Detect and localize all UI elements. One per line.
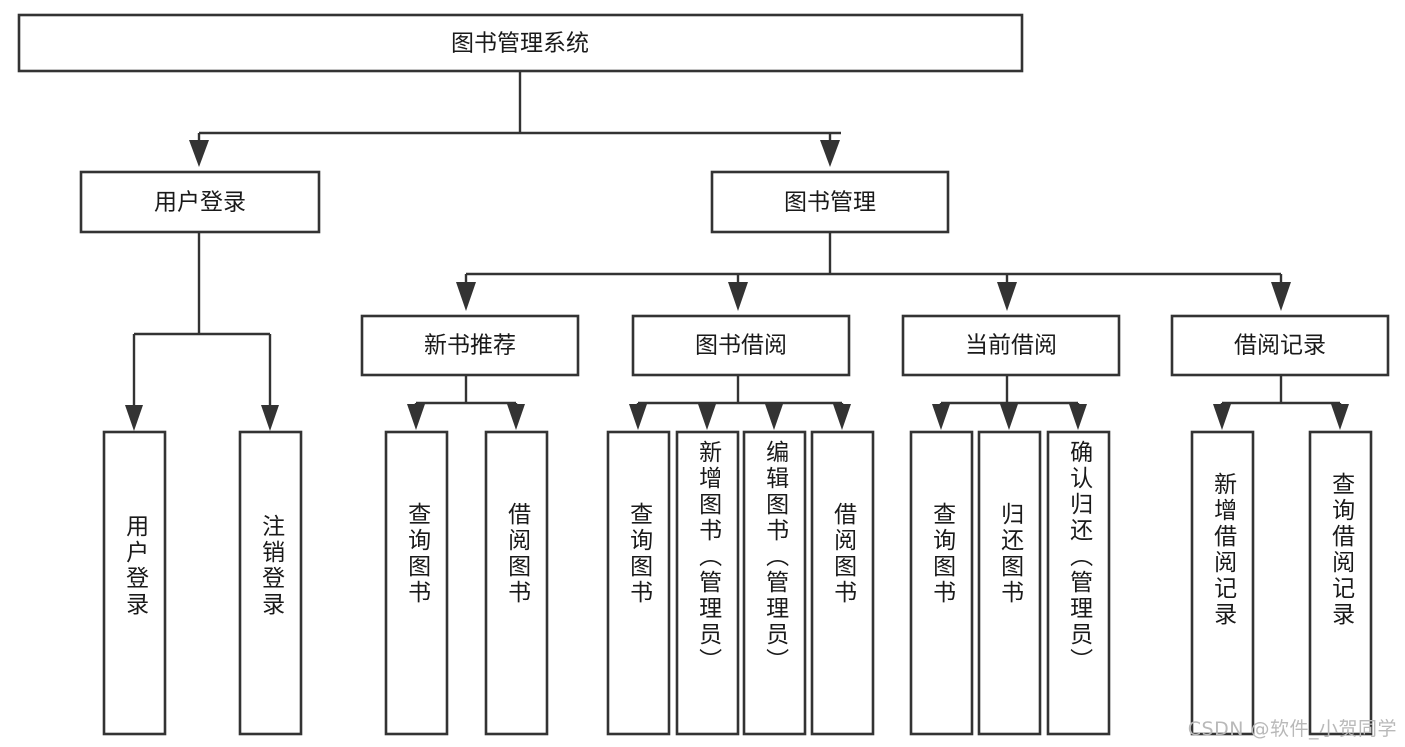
node-book-borrow[interactable]: [631, 314, 851, 377]
arrowhead-icon: [261, 405, 279, 431]
node-leaf-query-book-2[interactable]: [606, 430, 671, 736]
node-leaf-borrow-book-1[interactable]: [484, 430, 549, 736]
node-book-manage[interactable]: [710, 170, 950, 234]
node-borrow-record-label: 借阅记录: [1234, 333, 1326, 359]
node-current-borrow-label: 当前借阅: [965, 333, 1057, 359]
arrowhead-icon: [1271, 282, 1291, 311]
node-leaf-return-book[interactable]: [977, 430, 1042, 736]
node-leaf-confirm-return[interactable]: [1046, 430, 1111, 736]
node-leaf-edit-book[interactable]: [742, 430, 807, 736]
arrowhead-icon: [629, 404, 647, 430]
arrowhead-icon: [1069, 404, 1087, 430]
node-leaf-logout[interactable]: [238, 430, 303, 736]
arrowhead-icon: [456, 282, 476, 311]
node-new-book-recommend[interactable]: [360, 314, 580, 377]
node-user-login[interactable]: [79, 170, 321, 234]
arrowhead-icon: [997, 282, 1017, 311]
arrowhead-icon: [1213, 404, 1231, 430]
arrowhead-icon: [507, 404, 525, 430]
node-borrow-record[interactable]: [1170, 314, 1390, 377]
node-leaf-borrow-book-2[interactable]: [810, 430, 875, 736]
arrowhead-icon: [833, 404, 851, 430]
arrowhead-icon: [728, 282, 748, 311]
arrowhead-icon: [1000, 404, 1018, 430]
node-leaf-add-book[interactable]: [675, 430, 740, 736]
node-book-manage-label: 图书管理: [784, 190, 876, 216]
node-leaf-user-login[interactable]: [102, 430, 167, 736]
arrowhead-icon: [1331, 404, 1349, 430]
arrowhead-icon: [932, 404, 950, 430]
node-new-book-recommend-label: 新书推荐: [424, 333, 516, 359]
arrowhead-icon: [125, 405, 143, 431]
arrowhead-icon: [765, 404, 783, 430]
node-root[interactable]: [17, 13, 1024, 73]
arrowhead-icon: [820, 140, 840, 167]
node-leaf-add-record[interactable]: [1190, 430, 1255, 736]
node-user-login-label: 用户登录: [154, 190, 246, 216]
node-current-borrow[interactable]: [901, 314, 1121, 377]
node-leaf-query-record[interactable]: [1308, 430, 1373, 736]
node-leaf-query-book-1[interactable]: [384, 430, 449, 736]
arrowhead-icon: [698, 404, 716, 430]
arrowhead-group: [125, 140, 1349, 431]
arrowhead-icon: [189, 140, 209, 167]
node-book-borrow-label: 图书借阅: [695, 333, 787, 359]
arrowhead-icon: [407, 404, 425, 430]
node-group: 图书管理系统 用户登录 图书管理 新书推荐 图书借阅 当前借阅 借阅记录: [17, 13, 1390, 736]
node-leaf-query-book-3[interactable]: [909, 430, 974, 736]
node-root-label: 图书管理系统: [451, 31, 589, 57]
